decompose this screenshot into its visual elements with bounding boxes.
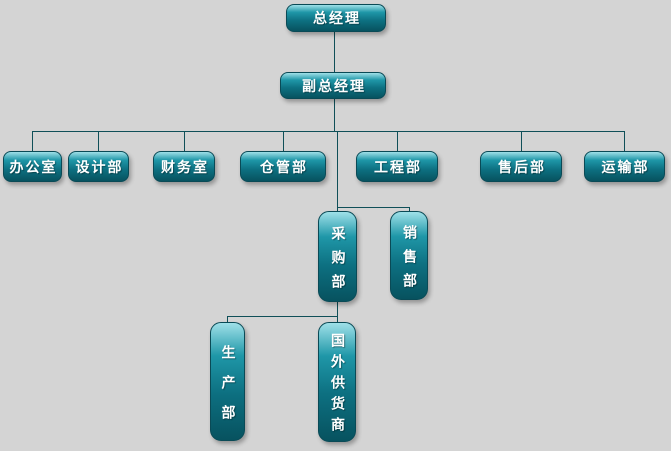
node-warehouse-dept: 仓管部	[240, 151, 326, 182]
connector-purchasing-to-bus	[337, 302, 338, 316]
connector-drop-engineering	[397, 131, 398, 151]
node-design-dept-label: 设计部	[75, 159, 124, 176]
node-engineering-dept: 工程部	[356, 151, 438, 182]
node-deputy-general-manager-label: 副总经理	[302, 78, 366, 95]
node-production-dept: 生产部	[210, 322, 245, 441]
node-general-manager: 总经理	[286, 4, 386, 32]
connector-drop-sales	[409, 207, 410, 211]
node-after-sales-dept: 售后部	[480, 151, 562, 182]
connector-drop-production	[227, 316, 228, 322]
connector-feeder-to-purchasing	[337, 131, 338, 211]
node-engineering-dept-label: 工程部	[374, 159, 422, 176]
connector-drop-office	[32, 131, 33, 151]
node-design-dept: 设计部	[68, 151, 129, 182]
node-after-sales-dept-label: 售后部	[498, 159, 546, 176]
node-purchasing-dept-label: 采购部	[329, 225, 346, 298]
connector-deputy-to-bus	[334, 99, 335, 131]
connector-drop-finance	[184, 131, 185, 151]
node-foreign-supplier: 国外供货商	[318, 322, 356, 442]
node-transport-dept-label: 运输部	[601, 159, 650, 176]
connector-drop-design	[98, 131, 99, 151]
connector-drop-foreign-supplier	[337, 316, 338, 322]
connector-root-to-deputy	[334, 32, 335, 72]
node-office: 办公室	[3, 151, 62, 182]
node-sales-dept: 销售部	[390, 211, 428, 300]
node-office-label: 办公室	[9, 159, 58, 176]
connector-lower-bus	[227, 316, 338, 317]
node-finance-dept: 财务室	[153, 151, 215, 182]
node-purchasing-dept: 采购部	[318, 211, 357, 302]
node-finance-dept-label: 财务室	[161, 159, 209, 176]
node-transport-dept: 运输部	[584, 151, 665, 182]
connector-drop-warehouse	[283, 131, 284, 151]
node-sales-dept-label: 销售部	[401, 224, 417, 297]
connector-drop-after-sales	[521, 131, 522, 151]
connector-purchasing-sales-bus	[337, 207, 410, 208]
node-general-manager-label: 总经理	[313, 11, 361, 27]
node-warehouse-dept-label: 仓管部	[260, 159, 308, 176]
node-production-dept-label: 生产部	[219, 344, 236, 435]
node-deputy-general-manager: 副总经理	[280, 72, 386, 99]
connector-department-bus	[32, 131, 625, 132]
connector-drop-transport	[624, 131, 625, 151]
node-foreign-supplier-label: 国外供货商	[329, 333, 345, 438]
